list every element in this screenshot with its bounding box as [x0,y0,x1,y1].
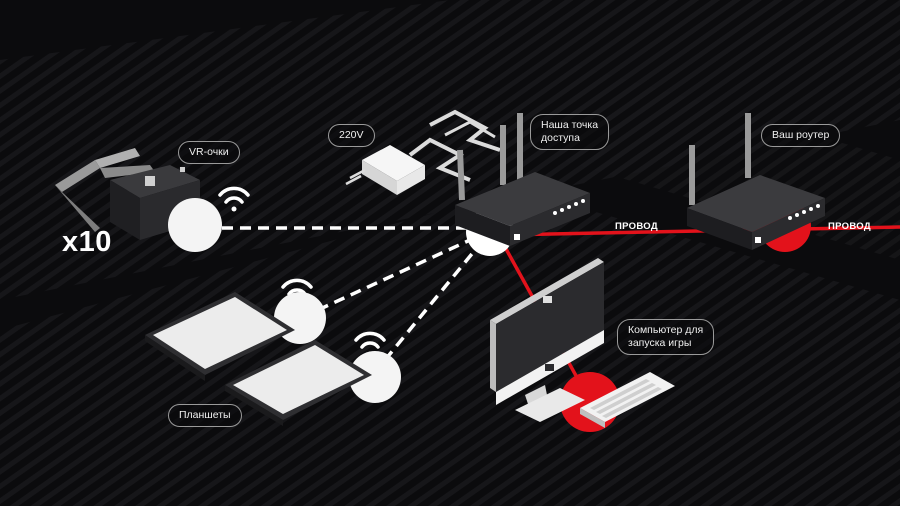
keyboard-icon [580,372,675,428]
wire-label-text-2: ПРОВОД [828,221,871,232]
tablet-icon [145,292,326,381]
router-label: Ваш роутер [761,124,841,147]
power-adapter-label: 220V [328,124,375,147]
computer-label: Компьютер для запуска игры [617,319,715,355]
router-icon [687,113,825,252]
computer-icon [490,258,620,432]
wire-label-2: ПРОВОД [828,221,871,232]
wire-label-text-1: ПРОВОД [615,221,658,232]
vr-headset-icon [55,148,200,240]
vr-wifi-badge [168,198,222,252]
tablets-label: Планшеты [168,404,242,427]
access-point-label: Наша точка доступа [530,114,610,150]
tablet-icon [225,340,401,426]
vr-headset-label: VR-очки [178,141,240,164]
vr-count-label: x10 [62,226,112,258]
power-adapter-icon [345,109,501,195]
wifi-links [222,226,482,362]
wifi-icon [218,186,250,212]
router-icon [455,113,590,256]
wire-label-1: ПРОВОД [615,221,658,232]
